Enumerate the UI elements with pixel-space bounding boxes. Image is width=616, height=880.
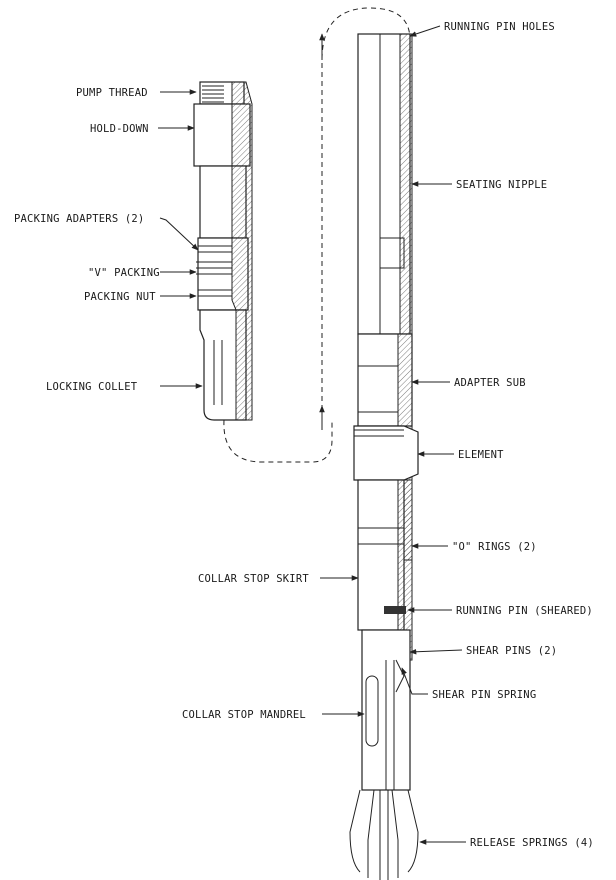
packing-grooves xyxy=(196,245,232,297)
label-seating-nipple: SEATING NIPPLE xyxy=(456,179,547,191)
locking-collet-body xyxy=(199,309,247,421)
collar-stop-skirt-body xyxy=(357,479,405,631)
label-element: ELEMENT xyxy=(458,449,504,461)
release-springs-fingers xyxy=(349,789,419,878)
mandrel-slot xyxy=(365,675,379,747)
label-release-springs: RELEASE SPRINGS (4) xyxy=(470,837,594,849)
label-packing-adapters: PACKING ADAPTERS (2) xyxy=(14,213,144,225)
label-packing-nut: PACKING NUT xyxy=(84,291,156,303)
label-shear-pins: SHEAR PINS (2) xyxy=(466,645,557,657)
hold-down-section-wall xyxy=(231,81,253,421)
assembly-path-lower xyxy=(223,419,333,463)
label-collar-stop-skirt: COLLAR STOP SKIRT xyxy=(198,573,309,585)
assembly-path-upper xyxy=(321,7,411,410)
label-v-packing: "V" PACKING xyxy=(88,267,160,279)
shear-pin-spring-coil xyxy=(395,659,405,693)
hold-down-tool xyxy=(193,81,253,421)
running-pin xyxy=(384,606,406,614)
nipple-step xyxy=(379,237,405,269)
label-running-pin-sheared: RUNNING PIN (SHEARED) xyxy=(456,605,593,617)
skirt-wall xyxy=(397,479,413,661)
label-shear-pin-spring: SHEAR PIN SPRING xyxy=(432,689,536,701)
label-running-pin-holes: RUNNING PIN HOLES xyxy=(444,21,555,33)
label-hold-down: HOLD-DOWN xyxy=(90,123,149,135)
label-adapter-sub: ADAPTER SUB xyxy=(454,377,526,389)
pump-thread-knurl xyxy=(202,85,224,103)
collar-stop-tool xyxy=(349,33,419,880)
label-locking-collet: LOCKING COLLET xyxy=(46,381,138,393)
element-body xyxy=(353,425,419,481)
seating-nipple-wall xyxy=(399,33,413,335)
leader-lines xyxy=(158,25,466,845)
label-collar-stop-mandrel: COLLAR STOP MANDREL xyxy=(182,709,306,721)
label-pump-thread: PUMP THREAD xyxy=(76,87,148,99)
label-o-rings: "O" RINGS (2) xyxy=(452,541,537,553)
